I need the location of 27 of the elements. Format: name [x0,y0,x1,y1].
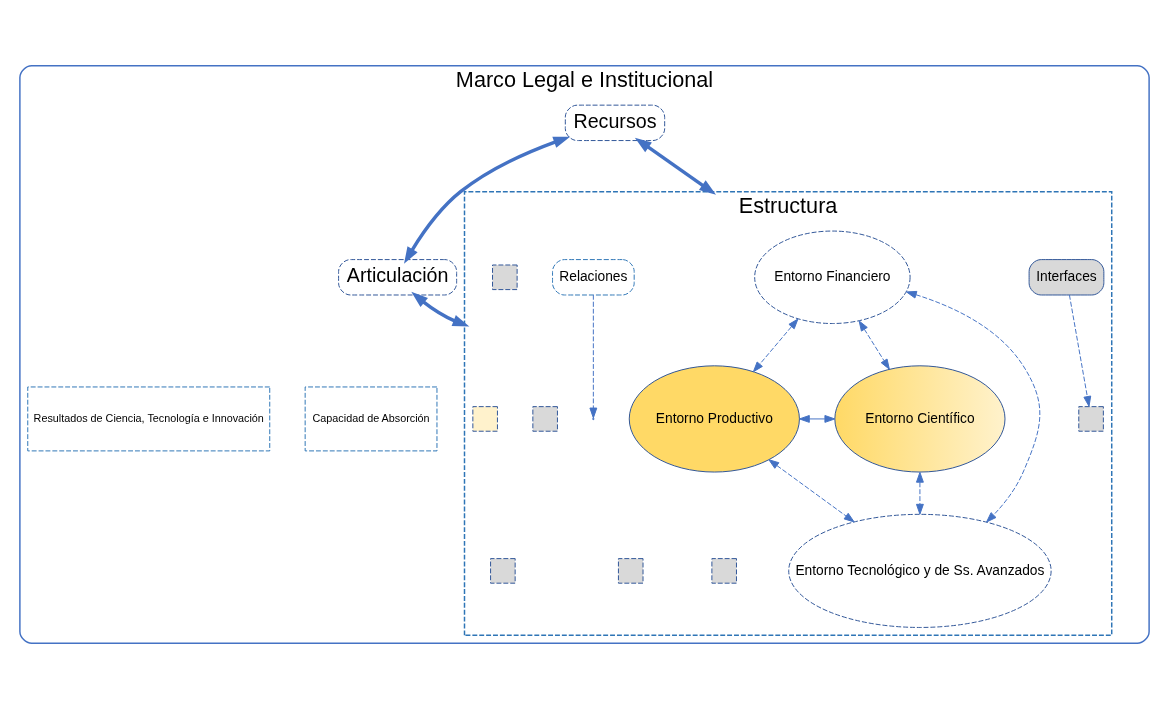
node-box: Articulación [338,258,458,295]
arrow [411,291,470,327]
arrow [916,471,924,515]
arrow [634,137,717,195]
node-ellipse: Entorno Financiero [754,230,911,324]
arrow [906,290,1041,523]
node-box: Capacidad de Absorción [304,385,438,451]
node-ellipse: Entorno Productivo [628,364,800,473]
node-box: Recursos [564,104,666,141]
node-box [617,557,644,584]
arrow [858,319,890,370]
node-ellipse: Entorno Científico [834,364,1006,473]
arrow [752,318,799,372]
arrow [798,414,836,423]
arrow [1068,294,1092,407]
node-box: Relaciones [552,258,635,295]
arrow [589,294,598,418]
arrow [404,136,571,264]
node-box [492,264,518,290]
node-box [711,557,737,584]
node-box [1078,405,1104,432]
node-box [472,405,498,432]
arrow [768,458,855,522]
node-box: Interfaces [1028,258,1105,295]
node-box [532,405,558,432]
node-box [490,557,516,584]
node-box: Resultados de Ciencia, Tecnología e Innovación [27,385,271,451]
